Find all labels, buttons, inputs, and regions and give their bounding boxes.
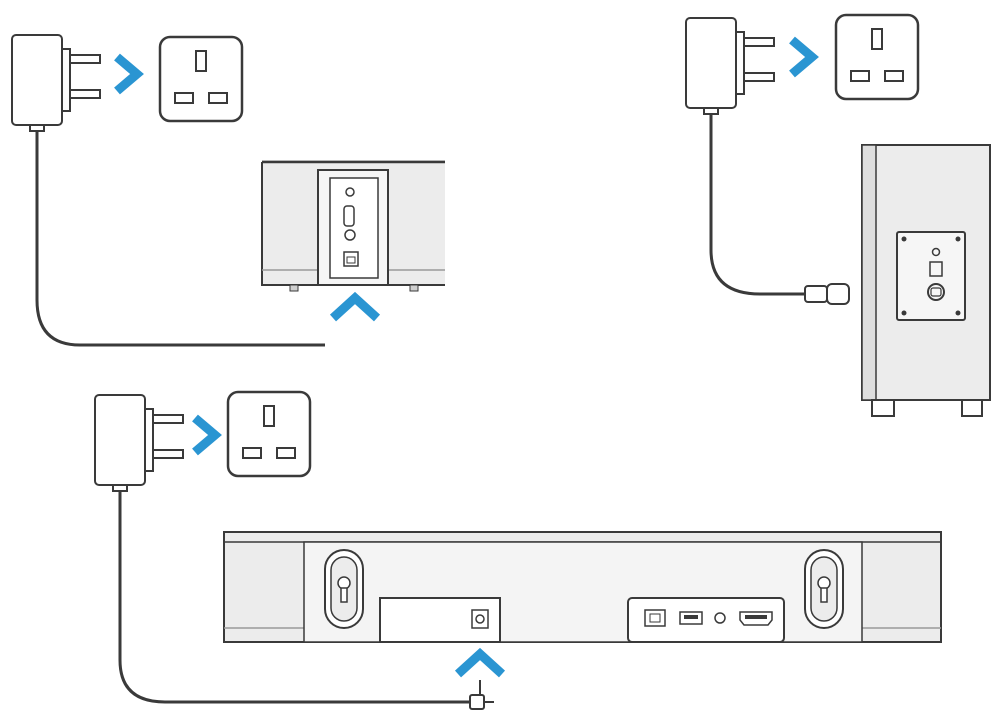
keyhole-icon bbox=[804, 549, 844, 629]
chevron-right-icon bbox=[117, 57, 137, 91]
dc-jack-icon bbox=[471, 609, 489, 629]
aux-jack-icon bbox=[714, 612, 726, 624]
chevron-right-icon bbox=[195, 418, 215, 452]
dc-jack-icon bbox=[343, 251, 359, 267]
usb-port-icon bbox=[343, 205, 355, 227]
soundbar-panel bbox=[261, 160, 445, 292]
step-2-subwoofer bbox=[685, 13, 991, 417]
plug-adapter-icon bbox=[11, 34, 101, 132]
uk-socket-icon bbox=[834, 13, 920, 101]
keyhole-icon bbox=[324, 549, 364, 629]
plug-adapter-icon bbox=[685, 17, 775, 115]
dc-plug-icon bbox=[469, 680, 494, 710]
plug-adapter-icon bbox=[94, 394, 184, 492]
chevron-up-icon bbox=[458, 654, 502, 674]
uk-socket-icon bbox=[226, 390, 312, 478]
power-cable bbox=[35, 130, 325, 347]
usb-port-icon bbox=[679, 611, 703, 625]
io-port-recess bbox=[627, 597, 785, 643]
ac-inlet-icon bbox=[927, 283, 945, 301]
power-cable bbox=[709, 114, 805, 296]
step-3-soundbar-rear bbox=[94, 390, 942, 710]
step-1-soundbar-top-panel bbox=[11, 34, 445, 347]
power-cable bbox=[118, 490, 470, 704]
soundbar-rear-body bbox=[223, 531, 942, 643]
uk-socket-icon bbox=[158, 35, 244, 123]
button-icon bbox=[345, 187, 355, 197]
subwoofer-box bbox=[861, 144, 991, 417]
chevron-up-icon bbox=[333, 298, 377, 318]
aux-jack-icon bbox=[344, 229, 356, 241]
chevron-right-icon bbox=[792, 40, 812, 74]
figure-8-connector-icon bbox=[804, 283, 850, 305]
hdmi-port-icon bbox=[739, 611, 773, 626]
optical-port-icon bbox=[644, 609, 666, 627]
